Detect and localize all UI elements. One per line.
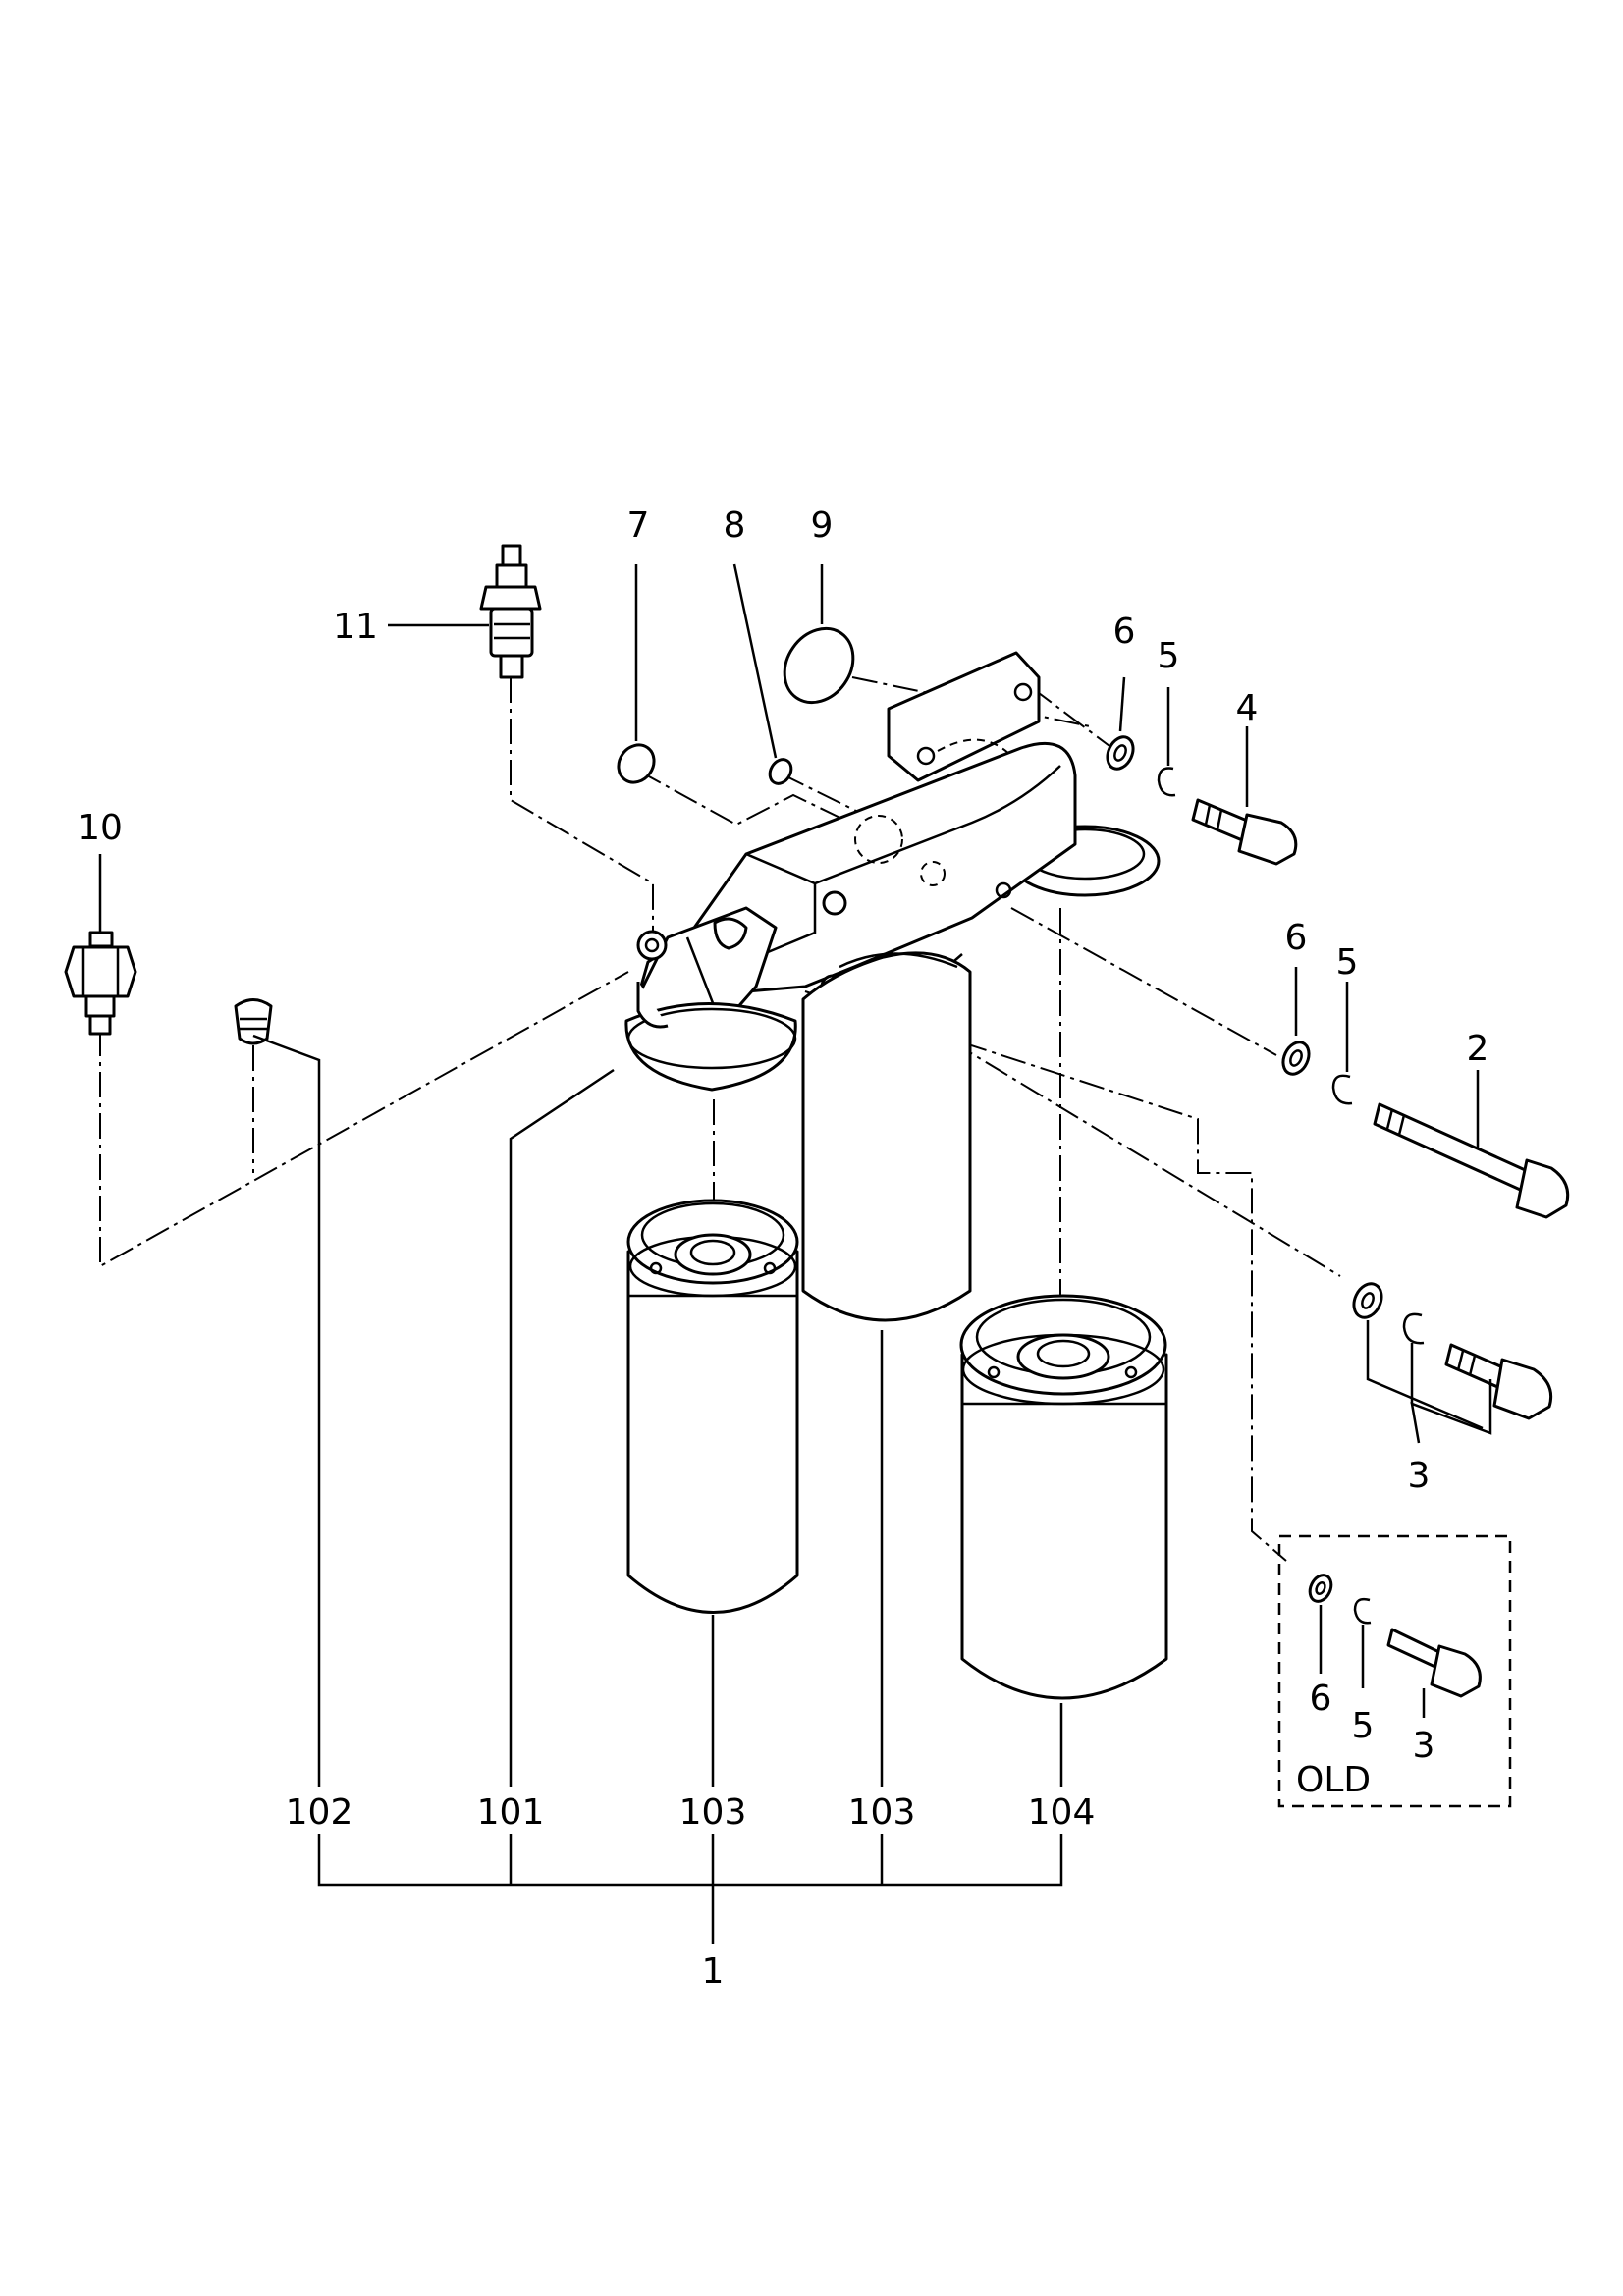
assembly-center-lines: [99, 676, 1341, 1562]
leader-lines: [98, 563, 1492, 1944]
callout-labels: 11 10 7 8 9 6 5 4 6 5 2 3 6 5 3 OLD 102 …: [78, 506, 1488, 1992]
old-version-box: [1277, 1534, 1512, 1808]
part-11-pressure-switch: [479, 544, 542, 679]
callout-101: 101: [477, 1792, 545, 1833]
callout-10: 10: [78, 808, 123, 848]
callout-6-old: 6: [1310, 1679, 1332, 1719]
bolt-2-set: [1281, 1041, 1570, 1219]
callout-7: 7: [627, 506, 650, 546]
old-label: OLD: [1296, 1760, 1371, 1800]
bolt-3-set: [1352, 1282, 1553, 1420]
callout-8: 8: [724, 506, 746, 546]
callout-11: 11: [333, 607, 378, 647]
filter-element-103-left: [626, 1199, 799, 1614]
o-rings: [617, 626, 855, 785]
part-10-fitting: [64, 931, 137, 1036]
callout-5-old: 5: [1352, 1706, 1375, 1746]
callout-103-right: 103: [848, 1792, 916, 1833]
callout-9: 9: [811, 506, 834, 546]
callout-4: 4: [1236, 688, 1259, 728]
callout-3-lower: 3: [1408, 1456, 1431, 1496]
callout-3-old: 3: [1413, 1726, 1435, 1766]
callout-1: 1: [702, 1951, 725, 1992]
filter-head: [624, 651, 1161, 1092]
callout-103-left: 103: [679, 1792, 747, 1833]
callout-104: 104: [1028, 1792, 1096, 1833]
callout-5-middle: 5: [1336, 942, 1359, 983]
callout-5-upper: 5: [1158, 636, 1180, 676]
part-102-plug: [234, 998, 273, 1045]
filter-element-middle: [801, 951, 972, 1322]
callout-6-upper: 6: [1113, 612, 1136, 652]
bolt-4-set: [1106, 735, 1298, 866]
callout-6-middle: 6: [1285, 918, 1308, 958]
callout-102: 102: [286, 1792, 353, 1833]
callout-2: 2: [1467, 1029, 1489, 1069]
filter-element-104: [959, 1294, 1168, 1700]
